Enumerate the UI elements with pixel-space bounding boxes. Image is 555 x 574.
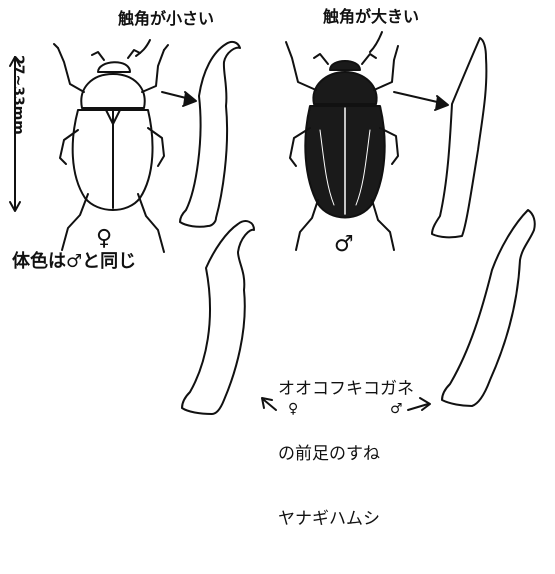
- antenna-large-label: 触角が大きい: [323, 8, 419, 26]
- antenna-small-label: 触角が小さい: [118, 10, 214, 28]
- male-arrow: [394, 92, 448, 110]
- male-symbol: ♂: [334, 232, 354, 257]
- female-tibia-bottom: [182, 221, 254, 414]
- female-beetle: [54, 44, 168, 252]
- female-tibia-top: [180, 42, 240, 227]
- male-beetle: [286, 42, 398, 250]
- male-tibia-bottom: [442, 210, 535, 406]
- caption-line-3: ヤナギハムシ: [278, 509, 414, 531]
- male-tibia-top: [432, 38, 486, 237]
- female-leg-arrow: [262, 398, 276, 410]
- caption-line-2: の前足のすね: [278, 444, 414, 466]
- male-leg-label: ♂: [390, 401, 403, 417]
- caption: オオコフキコガネ の前足のすね ヤナギハムシ: [278, 335, 414, 574]
- illustration-sheet: 触角が小さい 触角が大きい 27~33mm 体色は♂と同じ ♀ ♂ オオコフキコ…: [0, 0, 555, 422]
- body-size-label: 27~33mm: [2, 55, 26, 135]
- antenna-small-leader: [136, 40, 150, 56]
- female-symbol: ♀: [96, 226, 112, 251]
- body-color-note: 体色は♂と同じ: [12, 252, 136, 273]
- caption-line-1: オオコフキコガネ: [278, 379, 414, 401]
- female-arrow: [162, 92, 196, 106]
- antenna-large-leader: [370, 32, 382, 52]
- female-leg-label: ♀: [288, 401, 298, 417]
